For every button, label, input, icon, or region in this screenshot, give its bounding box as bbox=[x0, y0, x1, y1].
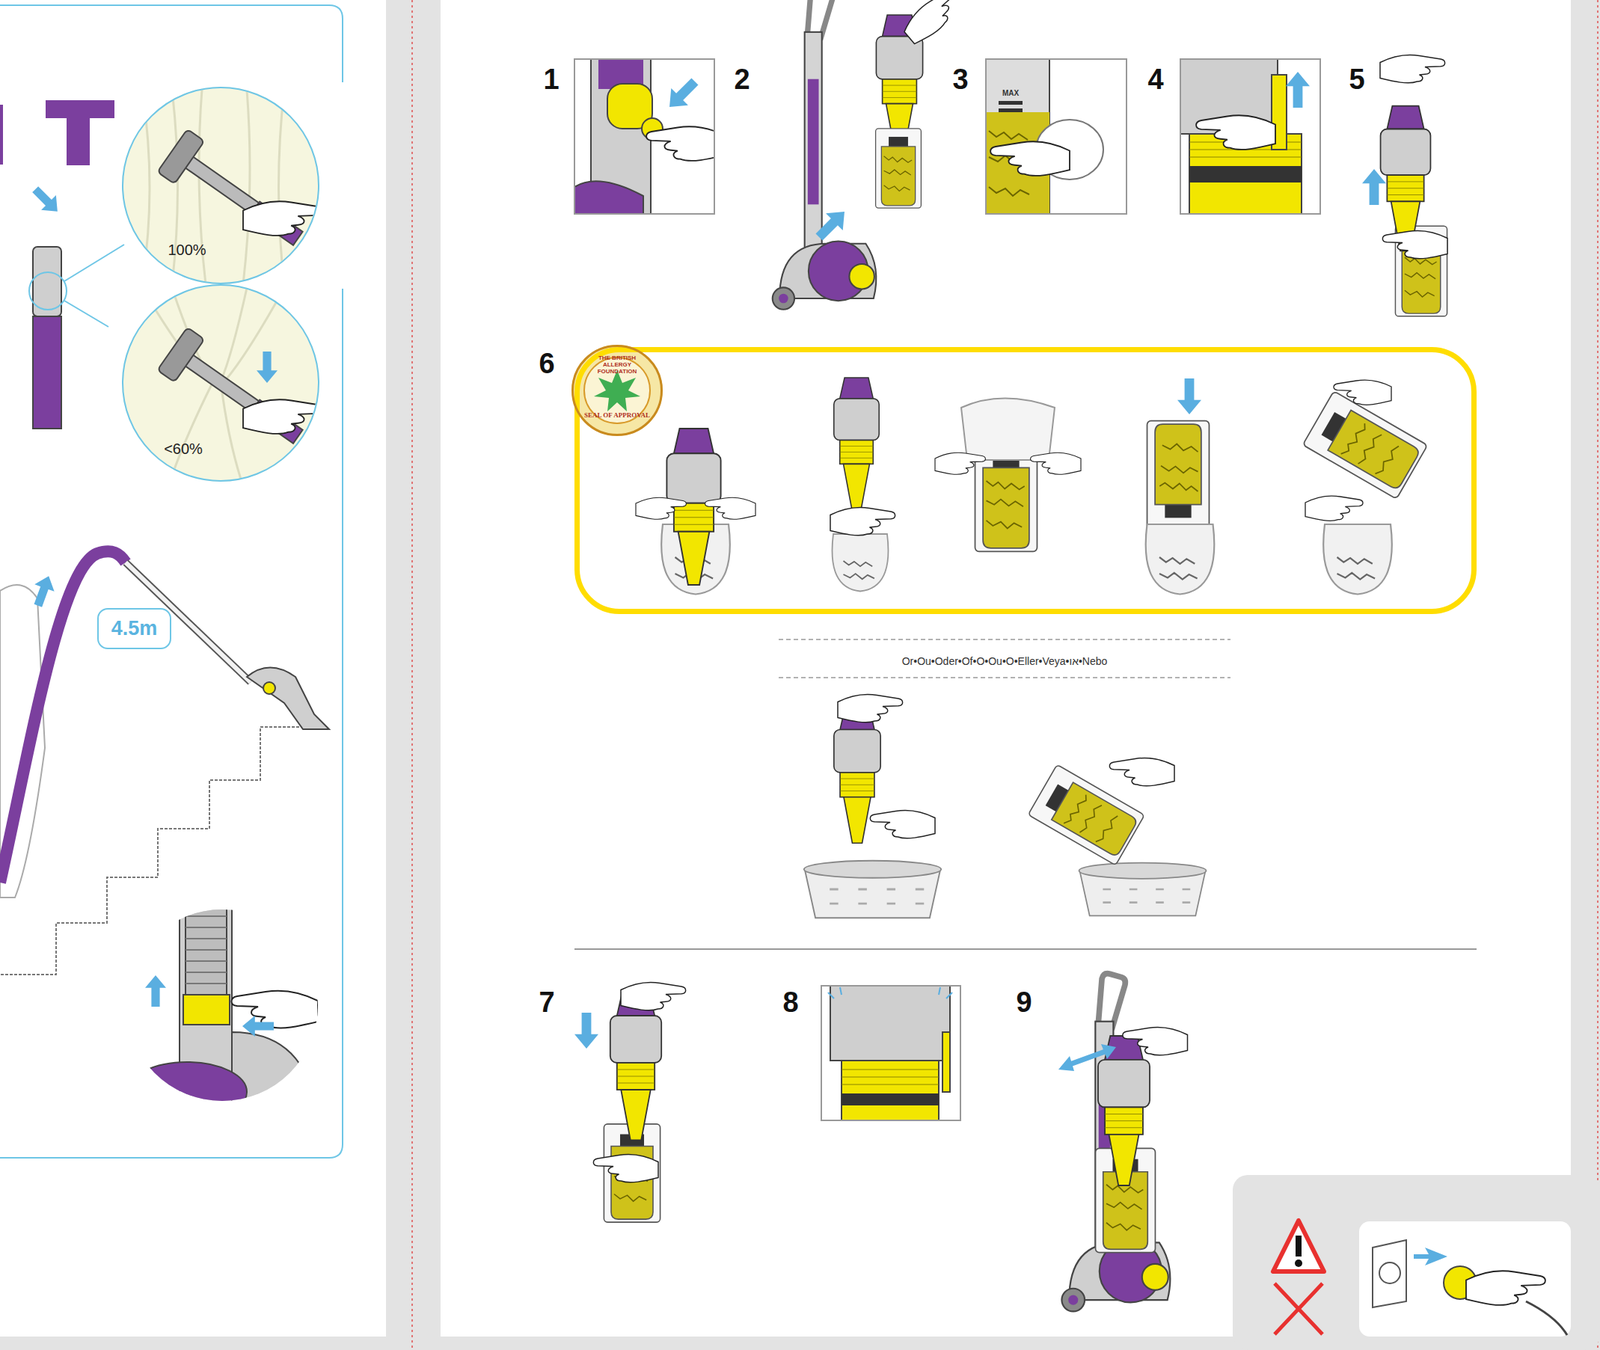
step-number: 1 bbox=[543, 63, 559, 96]
max-marker: MAX bbox=[1002, 89, 1019, 98]
step-number: 3 bbox=[952, 63, 968, 96]
dimension-label: 4.5m bbox=[98, 617, 170, 641]
step-number: 2 bbox=[733, 63, 750, 96]
approval-seal: THE BRITISH ALLERGY FOUNDATION SEAL OF AP… bbox=[571, 344, 663, 437]
step-box: 6THE BRITISH ALLERGY FOUNDATIONSEAL OF A… bbox=[574, 347, 1477, 615]
step-number: 8 bbox=[782, 986, 799, 1019]
seal-text: THE BRITISH ALLERGY FOUNDATION bbox=[586, 354, 648, 375]
or-separator: Or•Ou•Oder•Of•O•Ou•O•Eller•Veya•או•Nebo bbox=[902, 655, 1108, 668]
seal-text: SEAL OF APPROVAL bbox=[576, 411, 658, 419]
callout-circle: <60% bbox=[121, 284, 320, 482]
step-number: 9 bbox=[1015, 986, 1032, 1019]
callout-circle: 100% bbox=[121, 86, 320, 285]
percent-label: 100% bbox=[157, 241, 217, 259]
percent-label: <60% bbox=[153, 440, 214, 458]
step-number: 5 bbox=[1348, 63, 1365, 96]
step-number: 7 bbox=[538, 986, 555, 1019]
step-number: 4 bbox=[1147, 63, 1164, 96]
dimension-box: 4.5m bbox=[97, 608, 172, 650]
step-number: 6 bbox=[531, 347, 562, 380]
